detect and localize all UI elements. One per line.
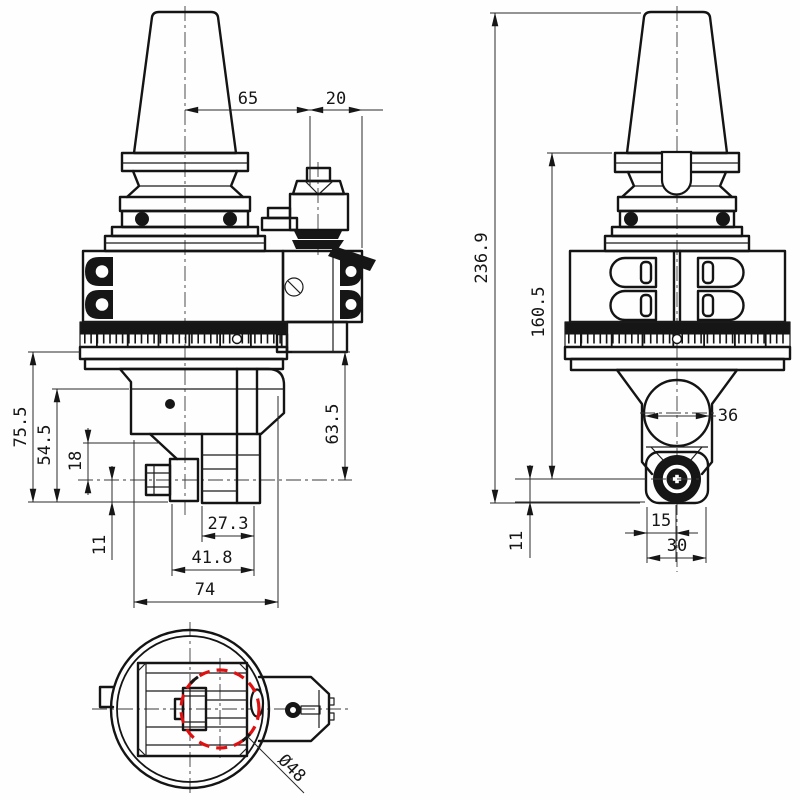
graduated-scale-ring [78, 321, 289, 371]
front-dimensions: 65 20 75.5 54.5 18 11 63.5 27.3 [11, 89, 383, 608]
pitch-circle-red-dashed [179, 668, 261, 750]
clamp-lever-assembly [260, 166, 376, 271]
side-attachment-block [275, 249, 364, 354]
dim-63-5: 63.5 [323, 404, 343, 445]
taper-shank-side [603, 10, 751, 253]
bottom-attachment [257, 675, 335, 743]
angle-head-side [615, 368, 739, 505]
zero-index-dot [671, 333, 683, 345]
dim-74: 74 [195, 580, 215, 600]
graduated-scale-ring-side [563, 321, 792, 372]
dim-dia-48: Ø48 [274, 751, 310, 787]
disc-spring [294, 231, 342, 239]
lever-wedge [328, 246, 376, 271]
bottom-view: Ø48 [92, 622, 352, 797]
dim-75-5: 75.5 [11, 407, 31, 448]
diameter-leader-line [246, 735, 305, 794]
zero-index-dot [231, 333, 243, 345]
dim-20: 20 [326, 89, 346, 109]
main-body-side [568, 249, 787, 324]
dim-160-5: 160.5 [529, 286, 549, 337]
drive-notch [660, 150, 693, 196]
side-dimensions: 236.9 160.5 11 36 15 30 [472, 12, 738, 563]
taper-shank [103, 10, 267, 253]
dim-27-3: 27.3 [208, 514, 249, 534]
angle-head-housing [118, 367, 286, 505]
pitch-circle-black-dashes [179, 668, 261, 750]
main-body [81, 249, 285, 324]
dim-41-8: 41.8 [192, 548, 233, 568]
bottom-dimension: Ø48 [246, 735, 310, 794]
dim-15: 15 [651, 511, 671, 531]
dim-36: 36 [718, 406, 738, 426]
dim-11-front: 11 [90, 535, 110, 555]
dim-11-side: 11 [507, 531, 527, 551]
dim-236-9: 236.9 [472, 232, 492, 283]
flange-outer-circle [109, 628, 271, 790]
dim-30: 30 [667, 536, 687, 556]
dim-18: 18 [66, 451, 86, 471]
dim-65: 65 [238, 89, 258, 109]
front-view: 65 20 75.5 54.5 18 11 63.5 27.3 [11, 6, 383, 608]
left-key-tab [98, 685, 115, 709]
dim-54-5: 54.5 [35, 425, 55, 466]
spindle-cap [144, 463, 172, 497]
disc-spring [292, 240, 344, 249]
side-view: 236.9 160.5 11 36 15 30 [472, 6, 792, 572]
screw-slot-icon [287, 280, 301, 294]
